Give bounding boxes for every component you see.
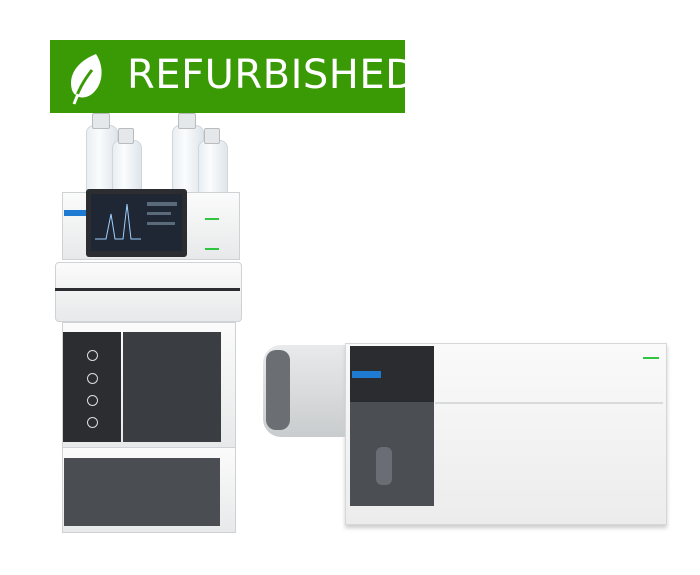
- status-led: [205, 248, 219, 250]
- screen-display: [91, 194, 182, 251]
- vial-window: [376, 447, 392, 485]
- badge-label: REFURBISHED: [127, 52, 417, 98]
- ion-source-ring: [266, 350, 290, 430]
- compartment-window: [123, 332, 221, 442]
- brand-label: [64, 210, 86, 216]
- bottle-cap: [204, 128, 220, 144]
- pump-window: [64, 458, 220, 526]
- leaf-icon: [71, 54, 102, 105]
- autosampler-stripe: [55, 288, 240, 291]
- drawer-knob: [87, 395, 98, 406]
- chromatogram-icon: [95, 202, 177, 240]
- brand-label: [352, 371, 381, 378]
- touch-screen: [86, 189, 187, 257]
- bottle-cap: [92, 113, 110, 129]
- drawer-knob: [87, 373, 98, 384]
- solvent-bottle: [198, 140, 228, 197]
- bottle-cap: [178, 113, 196, 129]
- drawer-knob: [87, 350, 98, 361]
- status-led: [205, 218, 219, 220]
- ms-status-led: [643, 357, 659, 359]
- ms-lower-panel: [350, 402, 434, 506]
- bottle-cap: [118, 128, 134, 144]
- autosampler-module: [55, 262, 242, 322]
- ms-divider: [435, 402, 663, 404]
- drawer-knob: [87, 417, 98, 428]
- refurbished-badge: [50, 40, 405, 113]
